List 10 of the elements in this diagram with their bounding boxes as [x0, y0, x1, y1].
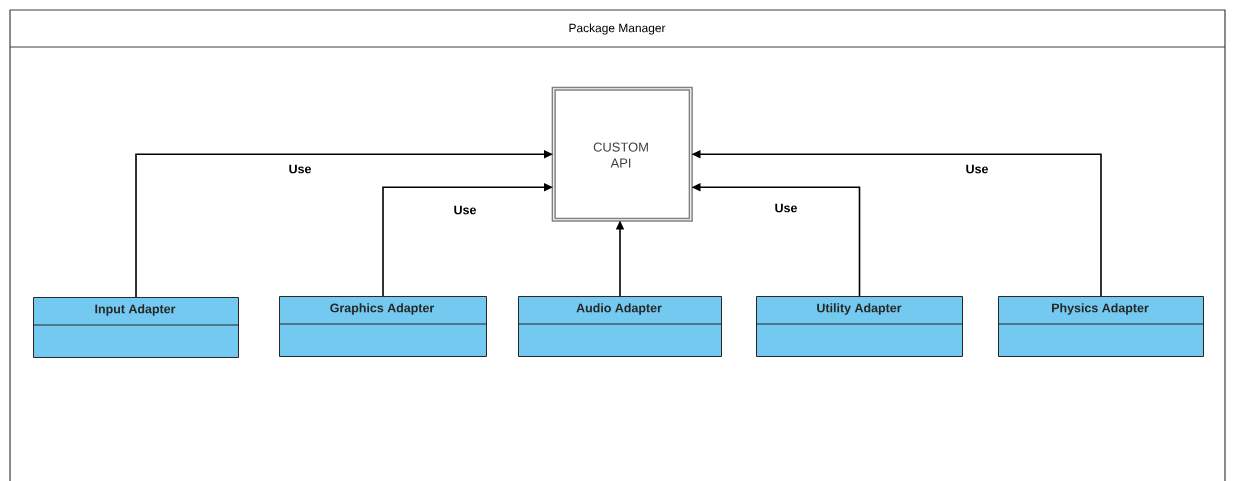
class-box: Utility Adapter [755, 296, 963, 357]
edge-label: Use [287, 163, 313, 175]
edge-label: Use [452, 204, 478, 216]
class-box: Audio Adapter [517, 296, 722, 357]
class-box: Physics Adapter [997, 296, 1204, 357]
class-box: Graphics Adapter [278, 296, 487, 357]
api-box: CUSTOM API [551, 86, 693, 222]
edge-label: Use [773, 202, 799, 214]
class-box: Input Adapter [32, 297, 239, 358]
edge-label: Use [964, 163, 990, 175]
